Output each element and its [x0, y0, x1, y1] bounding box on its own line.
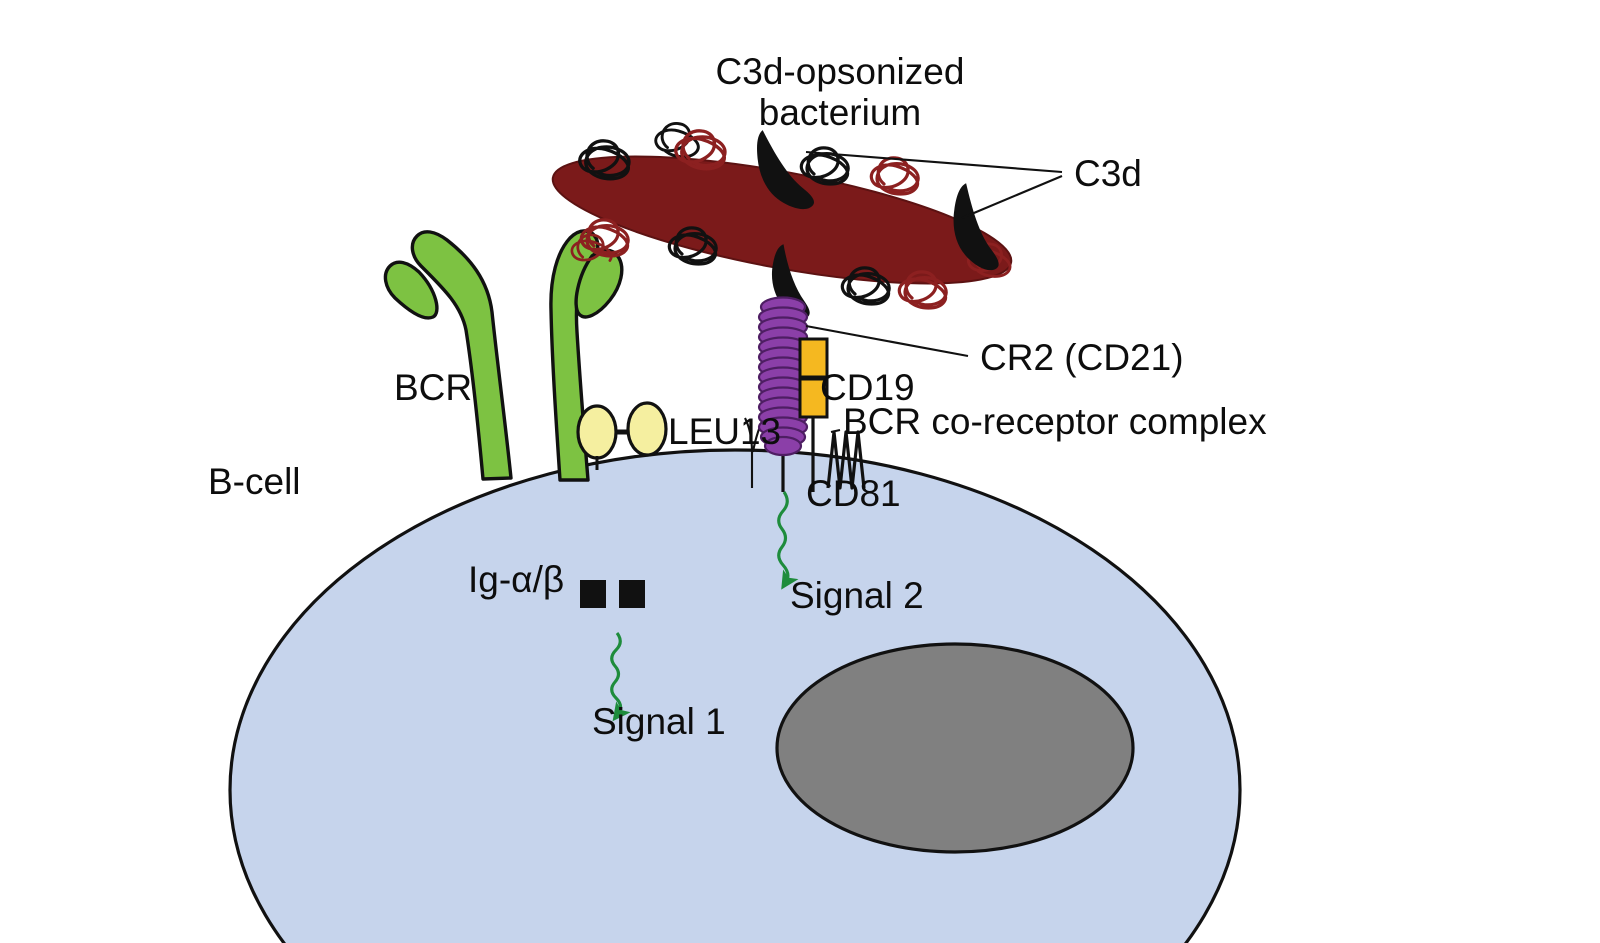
cr2-cd21-receptor	[757, 296, 809, 492]
bacterial-surface-antigens	[570, 122, 1012, 310]
label-cr2-cd21: CR2 (CD21)	[980, 337, 1184, 378]
label-ig-alpha-beta: Ig-α/β	[468, 559, 564, 600]
c3d-crescent	[757, 130, 814, 210]
diagram-labels: C3d-opsonized bacterium C3d CR2 (CD21) C…	[208, 51, 1267, 742]
cd19-protein	[798, 337, 829, 492]
label-cd19: CD19	[820, 367, 915, 408]
coreceptor-bracket	[830, 428, 841, 434]
leu13-protein	[576, 401, 668, 470]
bacterium-title-line1: C3d-opsonized	[716, 51, 965, 92]
signal-1-arrow	[610, 632, 631, 722]
label-cd81: CD81	[806, 473, 901, 514]
label-signal-2: Signal 2	[790, 575, 924, 616]
label-coreceptor-complex: BCR co-receptor complex	[843, 401, 1267, 442]
label-b-cell: B-cell	[208, 461, 301, 502]
label-bcr: BCR	[394, 367, 472, 408]
label-c3d: C3d	[1074, 153, 1142, 194]
signal-2-arrow	[777, 491, 799, 590]
cr2-leader-line	[805, 324, 969, 358]
ig-alpha-beta-squares	[580, 580, 645, 608]
bcr-receptor	[383, 229, 624, 482]
label-signal-1: Signal 1	[592, 701, 726, 742]
label-leu13: LEU13	[668, 411, 781, 452]
c3d-crescent	[953, 183, 999, 271]
c3d-leader-lines	[805, 150, 1063, 219]
bacterium-title-line2: bacterium	[759, 92, 921, 133]
b-cell-nucleus	[775, 642, 1135, 854]
